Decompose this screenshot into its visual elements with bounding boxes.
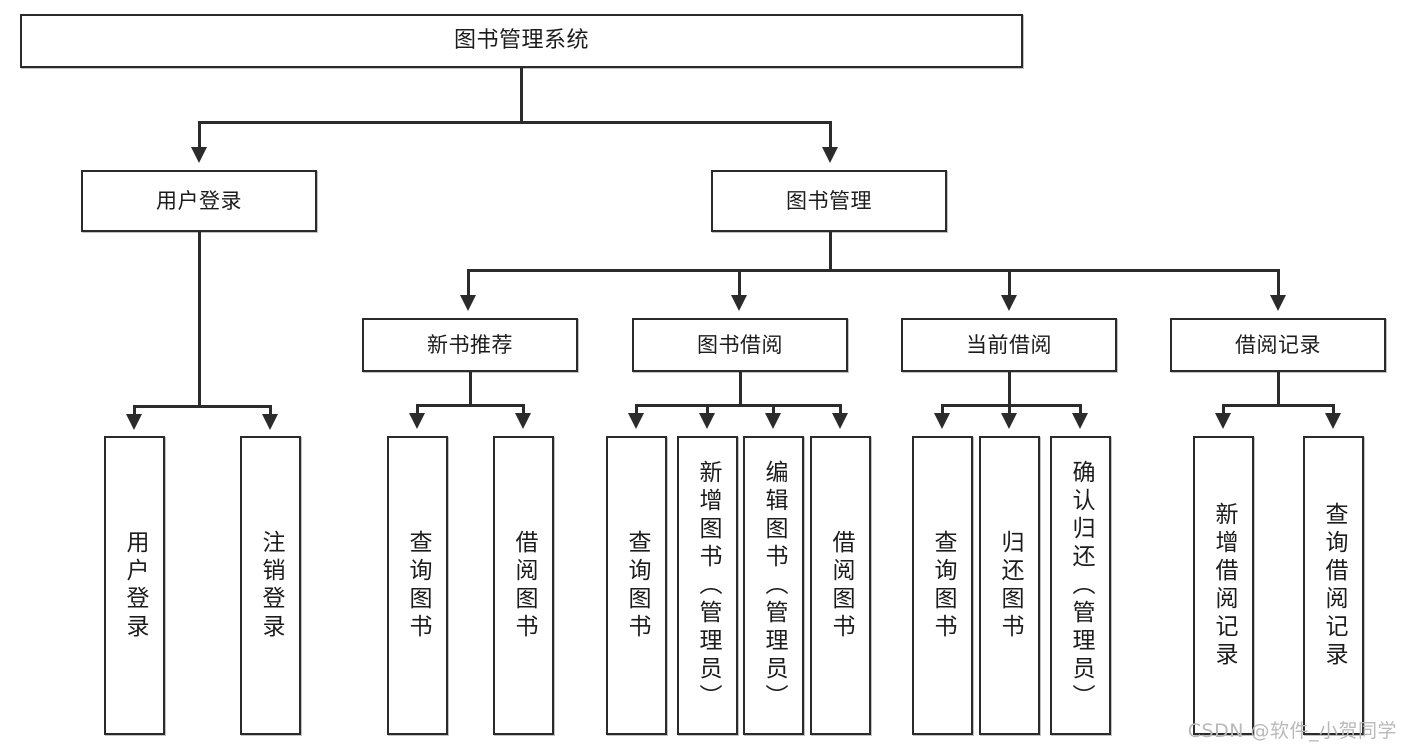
leaf-label: 编辑图书（管理员） <box>761 459 787 712</box>
arrowhead-cb-to-leaf-2 <box>1001 413 1017 429</box>
node-new-book-recommend[interactable]: 新书推荐 <box>362 318 578 372</box>
leaf-label: 用户登录 <box>122 529 148 642</box>
leaf-label: 查询图书 <box>405 529 431 642</box>
leaf-borrow-record-add-record[interactable]: 新增借阅记录 <box>1193 436 1254 735</box>
arrowhead-user-login-to-leaf-2 <box>262 414 278 430</box>
connector-book-borrow-bus <box>635 404 842 407</box>
connector-new-book-bus <box>416 404 525 407</box>
connector-bb-to-leaf-1 <box>635 404 638 416</box>
arrowhead-bm-to-borrow-record <box>1270 295 1286 311</box>
leaf-label: 查询图书 <box>930 529 956 642</box>
leaf-current-borrow-return-book[interactable]: 归还图书 <box>979 436 1040 735</box>
leaf-label: 查询图书 <box>624 529 650 642</box>
leaf-label: 借阅图书 <box>511 529 537 642</box>
connector-book-borrow-trunk <box>739 372 742 406</box>
connector-user-login-bus <box>133 405 272 408</box>
node-label: 新书推荐 <box>427 332 513 357</box>
connector-cb-to-leaf-2 <box>1008 404 1011 416</box>
leaf-book-borrow-borrow-book[interactable]: 借阅图书 <box>810 436 871 735</box>
node-book-management[interactable]: 图书管理 <box>711 170 947 232</box>
arrowhead-bm-to-book-borrow <box>731 295 747 311</box>
leaf-new-book-borrow-book[interactable]: 借阅图书 <box>493 436 554 735</box>
connector-book-management-trunk <box>829 232 832 271</box>
connector-borrow-record-bus <box>1222 404 1335 407</box>
leaf-label: 注销登录 <box>258 529 284 642</box>
arrowhead-bm-to-new-book <box>460 295 476 311</box>
connector-bb-to-leaf-3 <box>772 404 775 416</box>
leaf-user-login-logout[interactable]: 注销登录 <box>240 436 301 735</box>
connector-new-book-to-leaf-1 <box>416 404 419 416</box>
connector-root-to-book-management <box>829 121 832 149</box>
arrowhead-br-to-leaf-1 <box>1215 413 1231 429</box>
node-label: 图书管理系统 <box>453 28 589 54</box>
connector-current-borrow-trunk <box>1008 372 1011 406</box>
connector-bm-to-new-book <box>467 269 470 297</box>
arrowhead-bb-to-leaf-3 <box>765 413 781 429</box>
leaf-book-borrow-edit-book-admin[interactable]: 编辑图书（管理员） <box>743 436 804 735</box>
arrowhead-new-book-to-leaf-1 <box>409 413 425 429</box>
leaf-label: 查询借阅记录 <box>1321 501 1347 670</box>
connector-bm-to-borrow-record <box>1277 269 1280 297</box>
connector-new-book-trunk <box>469 372 472 406</box>
arrowhead-cb-to-leaf-1 <box>934 413 950 429</box>
connector-bb-to-leaf-2 <box>706 404 709 416</box>
leaf-label: 确认归还（管理员） <box>1068 459 1094 712</box>
arrowhead-bb-to-leaf-2 <box>699 413 715 429</box>
connector-bm-to-book-borrow <box>738 269 741 297</box>
connector-new-book-to-leaf-2 <box>522 404 525 416</box>
arrowhead-br-to-leaf-2 <box>1325 413 1341 429</box>
leaf-new-book-query-book[interactable]: 查询图书 <box>387 436 448 735</box>
connector-root-to-user-login <box>198 121 201 149</box>
connector-book-management-bus <box>467 269 1279 272</box>
connector-user-login-trunk <box>198 232 201 407</box>
leaf-label: 归还图书 <box>997 529 1023 642</box>
arrowhead-cb-to-leaf-3 <box>1072 413 1088 429</box>
leaf-current-borrow-query-book[interactable]: 查询图书 <box>912 436 973 735</box>
node-label: 当前借阅 <box>966 332 1052 357</box>
watermark-text: CSDN @软件_小贺同学 <box>1187 720 1397 742</box>
node-borrow-record[interactable]: 借阅记录 <box>1170 318 1386 372</box>
connector-user-login-to-leaf-1 <box>133 405 136 417</box>
arrowhead-bb-to-leaf-4 <box>832 413 848 429</box>
leaf-book-borrow-query-book[interactable]: 查询图书 <box>606 436 667 735</box>
connector-br-to-leaf-2 <box>1332 404 1335 416</box>
leaf-borrow-record-query-record[interactable]: 查询借阅记录 <box>1303 436 1364 735</box>
connector-bb-to-leaf-4 <box>839 404 842 416</box>
node-label: 借阅记录 <box>1235 332 1321 357</box>
connector-cb-to-leaf-3 <box>1079 404 1082 416</box>
leaf-current-borrow-confirm-return-admin[interactable]: 确认归还（管理员） <box>1050 436 1111 735</box>
leaf-label: 借阅图书 <box>828 529 854 642</box>
arrowhead-bb-to-leaf-1 <box>628 413 644 429</box>
leaf-label: 新增图书（管理员） <box>695 459 721 712</box>
connector-bm-to-current-borrow <box>1008 269 1011 297</box>
node-label: 用户登录 <box>156 188 242 213</box>
arrowhead-root-to-user-login <box>191 147 207 163</box>
connector-user-login-to-leaf-2 <box>269 405 272 417</box>
arrowhead-new-book-to-leaf-2 <box>515 413 531 429</box>
leaf-book-borrow-add-book-admin[interactable]: 新增图书（管理员） <box>677 436 738 735</box>
connector-borrow-record-trunk <box>1277 372 1280 406</box>
node-book-borrow[interactable]: 图书借阅 <box>632 318 848 372</box>
connector-cb-to-leaf-1 <box>941 404 944 416</box>
arrowhead-bm-to-current-borrow <box>1001 295 1017 311</box>
leaf-user-login-login[interactable]: 用户登录 <box>104 436 165 735</box>
node-current-borrow[interactable]: 当前借阅 <box>901 318 1117 372</box>
arrowhead-user-login-to-leaf-1 <box>126 414 142 430</box>
node-label: 图书管理 <box>786 188 872 213</box>
connector-root-trunk <box>520 68 523 121</box>
connector-current-borrow-bus <box>941 404 1082 407</box>
arrowhead-root-to-book-management <box>822 147 838 163</box>
leaf-label: 新增借阅记录 <box>1211 501 1237 670</box>
node-label: 图书借阅 <box>697 332 783 357</box>
connector-root-bus <box>198 121 832 124</box>
node-root-book-management-system[interactable]: 图书管理系统 <box>20 14 1023 68</box>
node-user-login[interactable]: 用户登录 <box>81 170 317 232</box>
connector-br-to-leaf-1 <box>1222 404 1225 416</box>
